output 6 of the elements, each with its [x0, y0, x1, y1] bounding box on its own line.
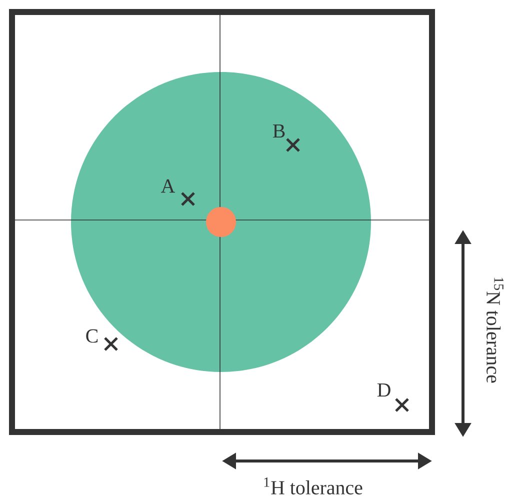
axis-label: D	[377, 383, 390, 397]
axis-label: B	[272, 124, 285, 138]
axis-label: $^{1}$H tolerance	[264, 478, 362, 494]
axis-label: C	[86, 329, 98, 343]
axis-label: A	[161, 179, 176, 193]
axis-label: $^{15}$N tolerance	[486, 278, 504, 383]
